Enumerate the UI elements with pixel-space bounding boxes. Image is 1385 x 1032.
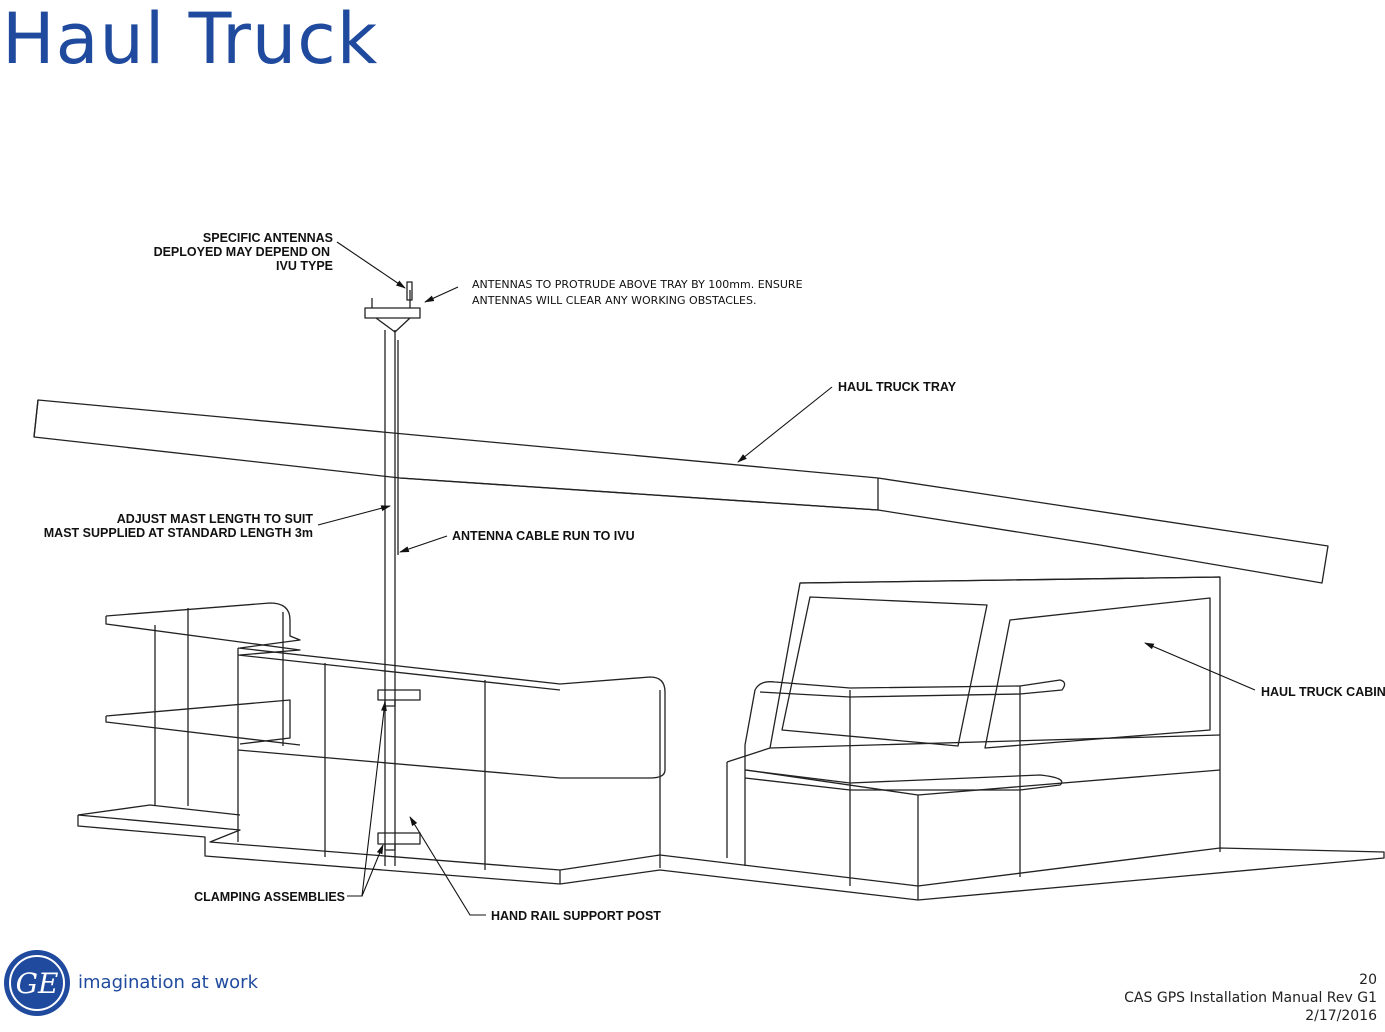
document-date: 2/17/2016: [1305, 1008, 1377, 1024]
center-rail-top: [237, 647, 666, 779]
label-haul-truck-cabin: HAUL TRUCK CABIN: [1261, 685, 1385, 699]
page-title: Haul Truck: [2, 0, 379, 80]
antenna-bracket: [364, 290, 421, 333]
left-rail-top: [105, 602, 301, 656]
label-cable-run: ANTENNA CABLE RUN TO IVU: [452, 529, 635, 543]
note-line-1: ANTENNAS TO PROTRUDE ABOVE TRAY BY 100mm…: [472, 278, 803, 291]
label-clamping-assemblies: CLAMPING ASSEMBLIES: [194, 890, 345, 904]
brand-tagline: imagination at work: [78, 972, 258, 993]
label-adjust-mast-1: ADJUST MAST LENGTH TO SUIT: [117, 512, 314, 526]
ge-logo: GE: [4, 950, 70, 1016]
label-haul-truck-tray: HAUL TRUCK TRAY: [838, 380, 957, 394]
antenna-mast: [384, 330, 396, 866]
logo-text: GE: [16, 967, 59, 1000]
cabin-window-left: [781, 596, 988, 747]
label-hand-rail-support-post: HAND RAIL SUPPORT POST: [491, 909, 661, 923]
label-specific-antennas-2: DEPLOYED MAY DEPEND ON: [154, 245, 330, 259]
label-adjust-mast-2: MAST SUPPLIED AT STANDARD LENGTH 3m: [44, 526, 313, 540]
deck-platform: [77, 814, 1385, 901]
label-specific-antennas-1: SPECIFIC ANTENNAS: [203, 231, 333, 245]
note-line-2: ANTENNAS WILL CLEAR ANY WORKING OBSTACLE…: [472, 294, 756, 307]
tray-edge: [33, 399, 39, 438]
right-rail-top: [744, 679, 1066, 746]
label-specific-antennas-3: IVU TYPE: [276, 259, 333, 273]
document-title: CAS GPS Installation Manual Rev G1: [1124, 990, 1377, 1006]
tray-outline: [33, 399, 1329, 584]
cabin-body: [769, 576, 1221, 852]
page-number: 20: [1359, 972, 1377, 988]
cabin-console: [726, 734, 1221, 858]
clamp-lower: [377, 832, 421, 851]
cabin-window-right: [984, 597, 1211, 749]
